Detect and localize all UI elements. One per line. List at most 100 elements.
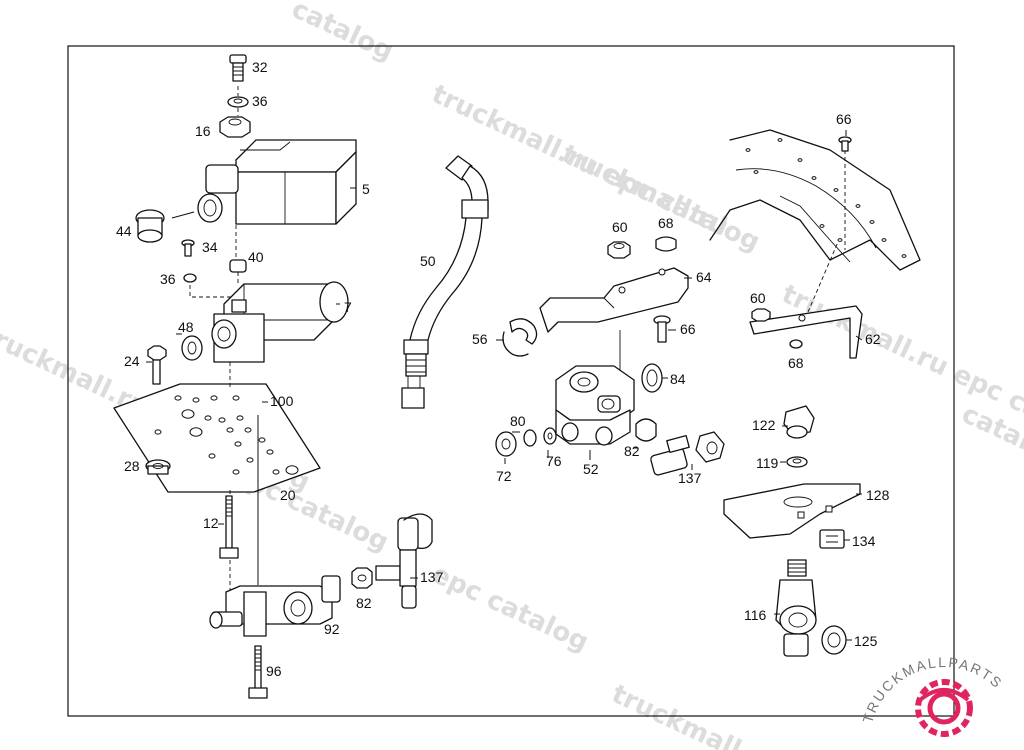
bracket-64 [539,267,689,333]
bolt-12 [219,495,239,559]
screw-34 [181,239,195,257]
diagram-frame [67,45,955,717]
callout-60: 60 [750,290,766,306]
mounting-hole [901,254,907,258]
watermark: truckmall.ru [557,139,733,242]
washer-36b [183,273,197,283]
callout-82: 82 [356,595,372,611]
strap-62 [749,241,863,359]
callout-62: 62 [865,331,881,347]
callout-64: 64 [696,269,712,285]
callout-134: 134 [852,533,876,549]
mounting-hole [777,138,783,142]
callout-36: 36 [160,271,176,287]
callout-50: 50 [420,253,436,269]
callout-36: 36 [252,93,268,109]
mounting-hole [154,429,162,435]
mounting-hole [837,238,843,242]
mounting-hole [272,469,280,475]
fitting-72 [495,431,517,457]
callout-20: 20 [280,487,296,503]
callout-34: 34 [202,239,218,255]
relay-valve-52 [555,330,635,446]
mounting-hole [881,238,887,242]
callout-66: 66 [680,321,696,337]
clip-134 [819,529,845,549]
callout-48: 48 [178,319,194,335]
plug-125 [821,625,847,655]
nut-60b [751,308,771,322]
watermark: epc catalog [427,559,593,658]
mounting-hole [855,204,861,208]
drain-valve-116 [775,559,817,657]
callout-96: 96 [266,663,282,679]
callout-72: 72 [496,468,512,484]
valve-7 [211,281,349,363]
clip-56 [502,318,538,357]
mounting-hole [232,469,240,475]
mounting-hole [266,449,274,455]
callout-labels: 32 36 16 5 44 34 40 36 7 48 24 100 28 20… [116,59,890,679]
callout-44: 44 [116,223,132,239]
callout-116: 116 [744,607,767,623]
frame-rail [709,129,921,271]
mounting-hole [189,427,203,437]
assembly-line [229,86,239,590]
plug-44 [135,209,195,243]
valve-92 [209,575,341,637]
callout-60: 60 [612,219,628,235]
mounting-hole [181,409,195,419]
gear-icon [915,679,973,737]
mounting-hole [753,170,759,174]
callout-137: 137 [678,470,702,486]
screw-66b [838,136,852,152]
callout-137: 137 [420,569,444,585]
coupling-137a [375,513,433,609]
mounting-hole [819,224,825,228]
callout-92: 92 [324,621,340,637]
leader-lines [146,130,863,641]
washer-76 [543,427,557,445]
mounting-hole [285,465,299,475]
callout-125: 125 [854,633,878,649]
mounting-hole [204,415,212,421]
callout-40: 40 [248,249,264,265]
seal-40 [229,259,247,273]
fitting-82b [635,418,657,442]
callout-5: 5 [362,181,370,197]
cap-122 [783,405,815,439]
watermark: catalog [287,0,398,67]
callout-80: 80 [510,413,526,429]
watermark: truckmall.ru [607,679,783,750]
mounting-hole [246,457,254,463]
mounting-hole [218,417,226,423]
callout-56: 56 [472,331,488,347]
screw-66a [653,315,671,343]
callout-122: 122 [752,417,776,433]
callout-76: 76 [546,453,562,469]
mounting-hole [210,395,218,401]
mounting-hole [745,148,751,152]
callout-66: 66 [836,111,852,127]
bracket-128 [723,483,861,539]
mounting-hole [258,437,266,443]
callout-82: 82 [624,443,640,459]
callout-24: 24 [124,353,140,369]
callout-84: 84 [670,371,686,387]
hose-50 [401,155,489,409]
callout-12: 12 [203,515,219,531]
seal-48 [181,335,203,361]
callout-68: 68 [658,215,674,231]
mounting-hole [811,176,817,180]
washer-68b [789,339,803,349]
callout-16: 16 [195,123,211,139]
callout-68: 68 [788,355,804,371]
cap-84 [641,363,663,393]
mounting-hole [797,158,803,162]
callout-52: 52 [583,461,599,477]
mounting-hole [236,415,244,421]
coupling-137b [650,431,725,476]
bolt-96 [248,645,268,699]
callout-128: 128 [866,487,890,503]
